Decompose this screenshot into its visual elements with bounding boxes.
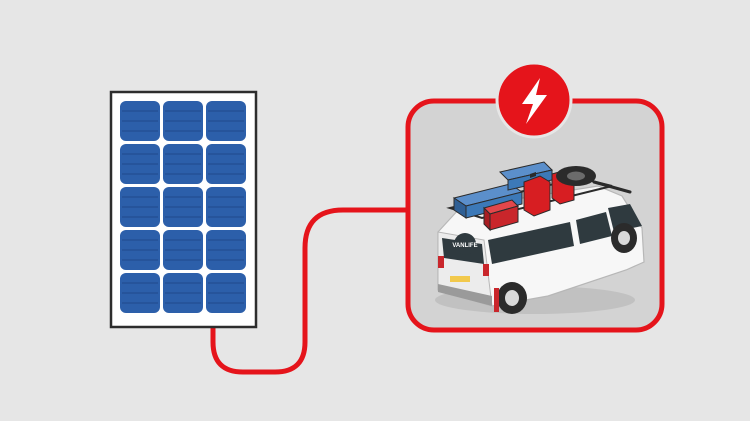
camper-van-icon: VANLIFE: [435, 161, 645, 314]
lightning-bolt-icon: [495, 61, 573, 139]
power-cable: [210, 207, 411, 375]
solar-cells: [120, 101, 246, 313]
van-logo-text: VANLIFE: [452, 243, 477, 249]
solar-panel-icon: [109, 90, 258, 329]
